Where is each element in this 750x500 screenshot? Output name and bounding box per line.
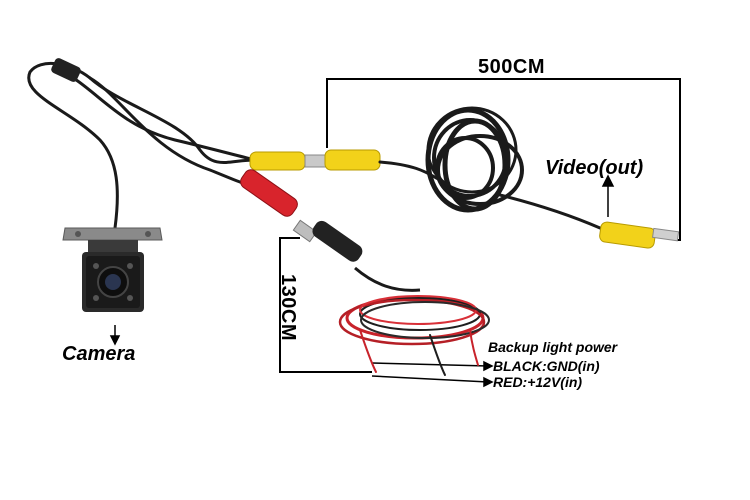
camera-label: Camera xyxy=(62,343,136,365)
power-wire-coil xyxy=(338,295,490,376)
rca-yellow-output xyxy=(599,221,680,249)
black-wire-arrowhead xyxy=(483,360,494,372)
cable-length-label: 500CM xyxy=(478,56,545,78)
cable-junction xyxy=(51,58,81,82)
rca-yellow-pair xyxy=(249,149,381,171)
power-length-label: 130CM xyxy=(276,274,299,341)
pointer-arrows xyxy=(109,174,615,388)
camera-unit xyxy=(62,227,163,312)
camera-arrowhead xyxy=(109,335,121,346)
red-wire-label: RED:+12V(in) xyxy=(493,374,583,390)
red-wire-arrow xyxy=(371,375,489,383)
video-arrowhead xyxy=(601,174,615,187)
dimension-lines xyxy=(279,78,681,373)
dimension-line-500cm xyxy=(326,78,681,241)
dimension-line-130cm xyxy=(279,237,372,373)
video-cable xyxy=(378,106,602,230)
video-out-label: Video(out) xyxy=(545,157,644,179)
power-lead xyxy=(240,169,421,292)
backup-light-label: Backup light power xyxy=(488,339,618,355)
black-wire-arrow xyxy=(371,362,489,367)
black-wire-label: BLACK:GND(in) xyxy=(493,358,600,374)
red-wire-arrowhead xyxy=(483,376,494,388)
camera-cables xyxy=(27,61,257,230)
